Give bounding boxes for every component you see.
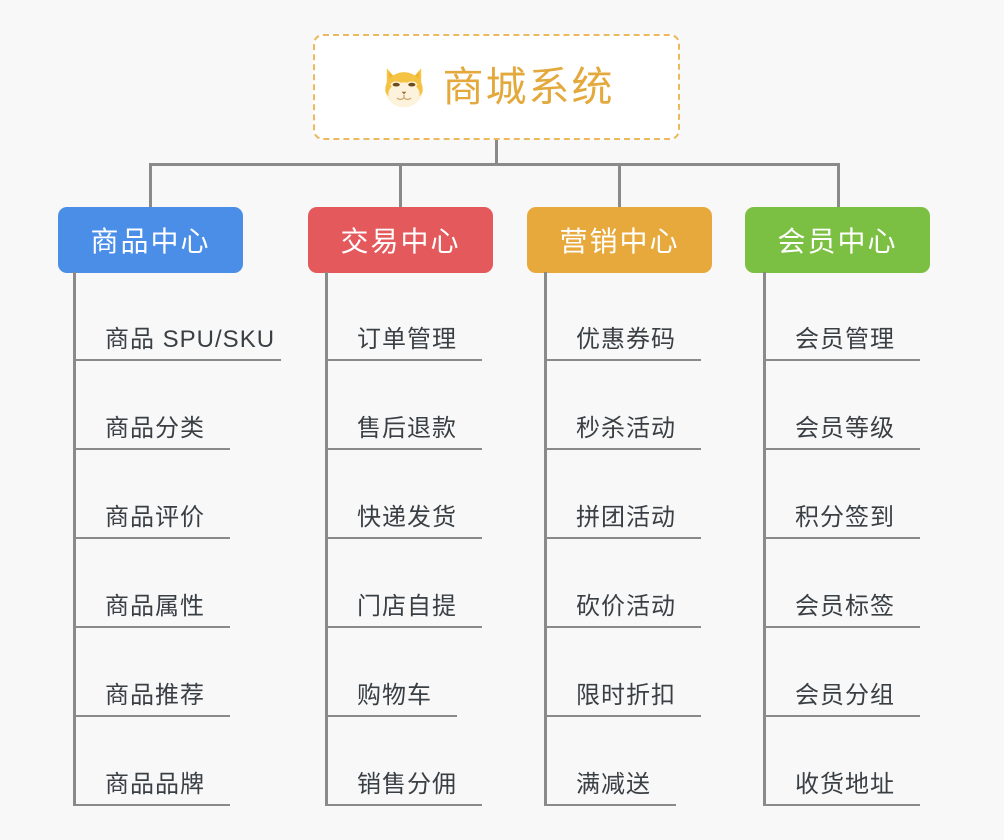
leaf-item[interactable]: 拼团活动 xyxy=(544,450,701,539)
leaf-item[interactable]: 售后退款 xyxy=(325,361,482,450)
leaf-item[interactable]: 会员分组 xyxy=(763,628,920,717)
leaf-item[interactable]: 销售分佣 xyxy=(325,717,482,806)
leaf-item-label: 拼团活动 xyxy=(576,504,676,531)
leaf-trunk xyxy=(763,272,766,806)
leaf-item[interactable]: 秒杀活动 xyxy=(544,361,701,450)
branch-header-交易中心[interactable]: 交易中心 xyxy=(308,207,493,273)
root-title: 商城系统 xyxy=(442,63,615,110)
leaf-item-label: 快递发货 xyxy=(357,504,457,531)
leaf-item-label: 积分签到 xyxy=(795,504,895,531)
connector-drop-4 xyxy=(837,163,840,209)
leaf-item[interactable]: 快递发货 xyxy=(325,450,482,539)
root-node[interactable]: 商城系统 xyxy=(313,34,680,140)
leaf-item[interactable]: 购物车 xyxy=(325,628,457,717)
branch-header-会员中心[interactable]: 会员中心 xyxy=(745,207,930,273)
leaf-item-label: 会员管理 xyxy=(795,326,895,353)
leaf-item[interactable]: 限时折扣 xyxy=(544,628,701,717)
leaf-item-label: 会员等级 xyxy=(795,415,895,442)
leaf-trunk xyxy=(544,272,547,806)
leaf-item[interactable]: 会员管理 xyxy=(763,272,920,361)
leaf-item-label: 商品推荐 xyxy=(105,682,205,709)
leaf-item-label: 售后退款 xyxy=(357,415,457,442)
leaf-item-label: 商品 SPU/SKU xyxy=(105,326,276,353)
leaf-item[interactable]: 商品属性 xyxy=(73,539,230,628)
leaf-item-label: 门店自提 xyxy=(357,593,457,620)
leaf-item[interactable]: 满减送 xyxy=(544,717,676,806)
leaf-item-label: 销售分佣 xyxy=(357,771,457,798)
connector-horizontal-bus xyxy=(150,163,840,166)
leaf-item[interactable]: 会员标签 xyxy=(763,539,920,628)
leaf-item[interactable]: 商品推荐 xyxy=(73,628,230,717)
leaf-item-label: 商品评价 xyxy=(105,504,205,531)
branch-header-label: 商品中心 xyxy=(90,226,211,257)
leaf-item[interactable]: 积分签到 xyxy=(763,450,920,539)
leaf-item[interactable]: 收货地址 xyxy=(763,717,920,806)
connector-drop-3 xyxy=(618,163,621,209)
connector-drop-2 xyxy=(399,163,402,209)
leaf-item-label: 满减送 xyxy=(576,771,651,798)
leaf-item-label: 会员标签 xyxy=(795,593,895,620)
leaf-item[interactable]: 门店自提 xyxy=(325,539,482,628)
leaf-item[interactable]: 会员等级 xyxy=(763,361,920,450)
leaf-item-label: 限时折扣 xyxy=(576,682,676,709)
leaf-trunk xyxy=(73,272,76,806)
leaf-item-label: 秒杀活动 xyxy=(576,415,676,442)
leaf-item[interactable]: 砍价活动 xyxy=(544,539,701,628)
branch-header-label: 会员中心 xyxy=(777,226,898,257)
leaf-item[interactable]: 优惠券码 xyxy=(544,272,701,361)
leaf-trunk xyxy=(325,272,328,806)
leaf-item[interactable]: 商品 SPU/SKU xyxy=(73,272,281,361)
leaf-item[interactable]: 商品分类 xyxy=(73,361,230,450)
leaf-item-label: 商品品牌 xyxy=(105,771,205,798)
leaf-item-label: 砍价活动 xyxy=(576,593,676,620)
leaf-item[interactable]: 订单管理 xyxy=(325,272,482,361)
branch-header-营销中心[interactable]: 营销中心 xyxy=(527,207,712,273)
shiba-dog-face-icon xyxy=(384,68,423,108)
branch-header-label: 交易中心 xyxy=(340,226,461,257)
leaf-item[interactable]: 商品品牌 xyxy=(73,717,230,806)
branch-header-label: 营销中心 xyxy=(559,226,680,257)
leaf-item[interactable]: 商品评价 xyxy=(73,450,230,539)
leaf-item-label: 优惠券码 xyxy=(576,326,676,353)
branch-header-商品中心[interactable]: 商品中心 xyxy=(58,207,243,273)
leaf-item-label: 订单管理 xyxy=(357,326,457,353)
leaf-item-label: 会员分组 xyxy=(795,682,895,709)
connector-drop-1 xyxy=(149,163,152,209)
leaf-item-label: 商品分类 xyxy=(105,415,205,442)
leaf-item-label: 购物车 xyxy=(357,682,432,709)
leaf-item-label: 收货地址 xyxy=(795,771,895,798)
leaf-item-label: 商品属性 xyxy=(105,593,205,620)
connector-root-stem xyxy=(495,140,498,164)
